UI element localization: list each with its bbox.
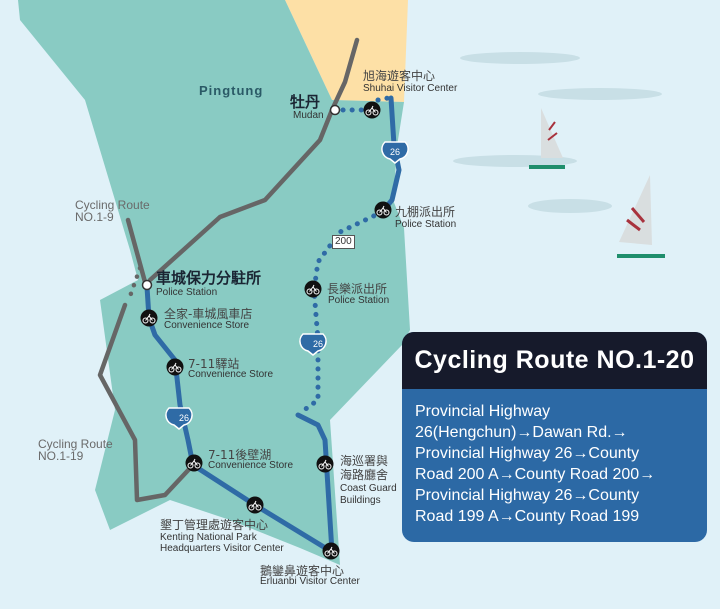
stop-kenting-hq-zh: 墾丁管理處遊客中心	[160, 518, 269, 532]
other-cycling-routes	[97, 37, 360, 503]
stop-coastguard-en1: Coast Guard	[340, 483, 397, 494]
route-1-19-label-line1: Cycling Route	[38, 437, 113, 451]
other-route-dotted	[125, 265, 143, 305]
svg-text:26: 26	[390, 147, 400, 157]
route-info-line: Provincial Highway	[415, 403, 551, 420]
county-road-200-plate: 200	[332, 235, 355, 249]
mudan-town-marker	[329, 104, 341, 116]
stop-shuhai-en: Shuhai Visitor Center	[363, 83, 458, 94]
region-label-pingtung: Pingtung	[199, 83, 264, 98]
stop-erluanbi-zh: 鵝鑾鼻遊客中心	[260, 564, 345, 578]
stop-711-houbihu-zh: 7-11後壁湖	[208, 448, 272, 462]
checheng-police-zh: 車城保力分駐所	[156, 269, 262, 287]
stop-familymart-en: Convenience Store	[164, 320, 250, 331]
route-info-line: Road 200 A→County Road 200→	[415, 466, 656, 483]
route-info-title: Cycling Route NO.1-20	[402, 332, 707, 389]
stop-erluanbi-en: Erluanbi Visitor Center	[260, 576, 360, 587]
route-info-description: Provincial Highway 26(Hengchun)→Dawan Rd…	[402, 389, 707, 527]
route-1-20-dotted	[297, 95, 391, 416]
stop-jiupeng-zh: 九棚派出所	[395, 205, 456, 219]
neighbor-county-land	[285, 0, 408, 102]
checheng-police-marker	[141, 279, 153, 291]
stop-jiupeng-en: Police Station	[395, 219, 457, 230]
highway-26-shield: 26	[165, 407, 193, 430]
stop-shuhai-zh: 旭海遊客中心	[363, 69, 436, 83]
route-info-panel: Cycling Route NO.1-20 Provincial Highway…	[402, 332, 707, 542]
town-mudan-zh: 牡丹	[290, 93, 321, 111]
stop-coastguard-zh2: 海路廳舍	[340, 468, 389, 482]
sailboat-icon	[617, 175, 665, 258]
checheng-police-en: Police Station	[156, 287, 218, 298]
highway-26-shield: 26	[299, 333, 327, 356]
stop-changle-en: Police Station	[328, 295, 390, 306]
route-info-line: 26(Hengchun)→Dawan Rd.→	[415, 424, 628, 441]
stop-coastguard-zh1: 海巡署與	[340, 454, 389, 468]
route-info-line: Road 199 A→County Road 199	[415, 508, 640, 525]
route-1-9-label-line2: NO.1-9	[75, 210, 114, 224]
route-info-line: Provincial Highway 26→County	[415, 445, 640, 462]
route-info-line: Provincial Highway 26→County	[415, 487, 640, 504]
stop-kenting-hq-en2: Headquarters Visitor Center	[160, 543, 284, 554]
stop-711-houbihu-en: Convenience Store	[208, 460, 294, 471]
stop-coastguard-en2: Buildings	[340, 495, 381, 506]
town-mudan-en: Mudan	[293, 110, 324, 121]
route-1-19-label-line2: NO.1-19	[38, 449, 84, 463]
bicycle-stop-icons	[140, 101, 392, 560]
route-1-9-label-line1: Cycling Route	[75, 198, 150, 212]
stop-711-yizhan-zh: 7-11驛站	[188, 357, 240, 371]
stop-familymart-zh: 全家-車城風車店	[164, 307, 253, 321]
svg-text:26: 26	[313, 339, 323, 349]
stop-711-yizhan-en: Convenience Store	[188, 369, 274, 380]
svg-text:26: 26	[179, 413, 189, 423]
highway-26-shield: 26	[381, 141, 409, 164]
stop-kenting-hq-en1: Kenting National Park	[160, 532, 257, 543]
stop-changle-zh: 長樂派出所	[327, 282, 388, 296]
sailboat-icon	[529, 108, 565, 169]
